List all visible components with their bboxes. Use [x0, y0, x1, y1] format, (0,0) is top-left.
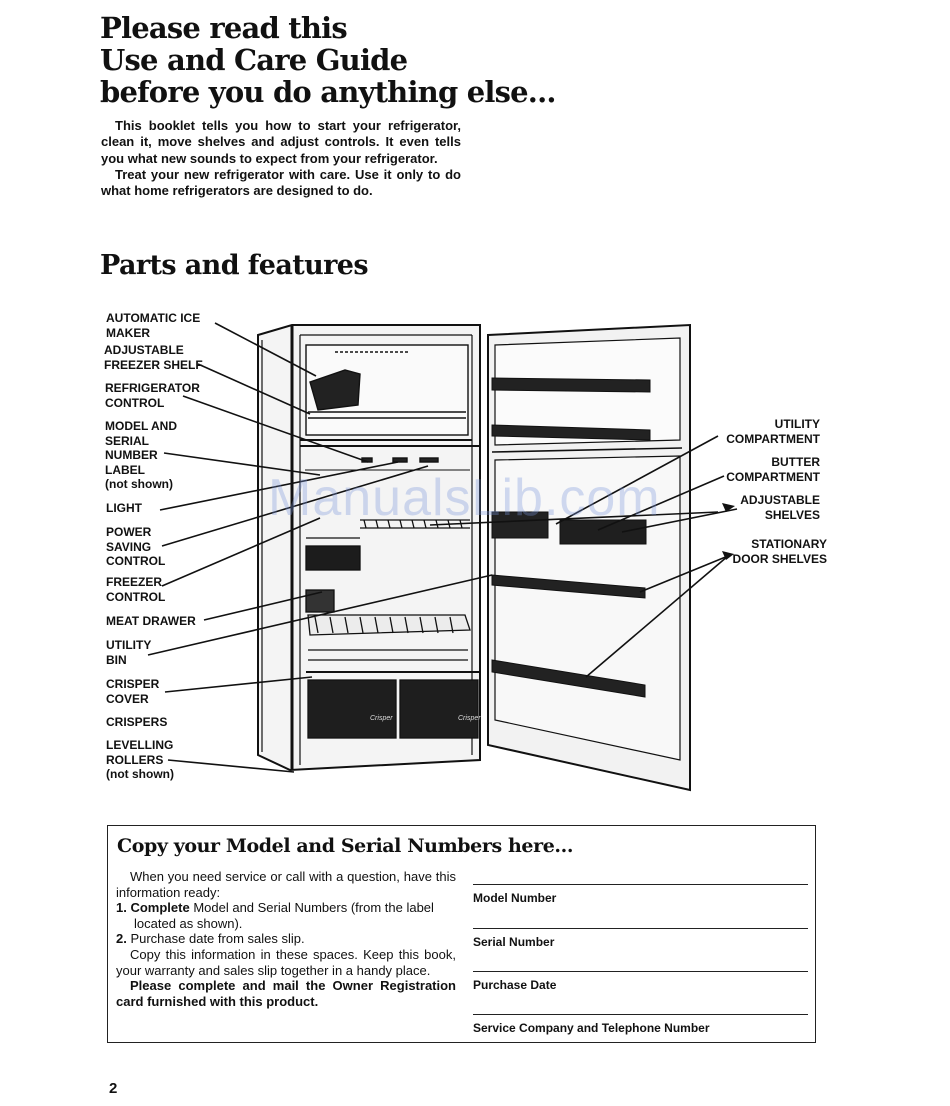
- model-number-field[interactable]: Model Number: [473, 884, 808, 905]
- model-number-label: Model Number: [473, 891, 557, 905]
- label-levelling-rollers: LEVELLING ROLLERS (not shown): [106, 738, 174, 781]
- title-line-2: Use and Care Guide: [100, 43, 408, 77]
- label-power-saving-control: POWER SAVING CONTROL: [106, 525, 166, 568]
- purchase-date-field[interactable]: Purchase Date: [473, 971, 808, 992]
- label-adjustable-shelves: ADJUSTABLE SHELVES: [740, 493, 820, 522]
- copy-intro: When you need service or call with a que…: [116, 869, 456, 900]
- intro-paragraph-1: This booklet tells you how to start your…: [101, 118, 461, 166]
- freezer-section: [300, 344, 480, 471]
- copy-numbers-box: Copy your Model and Serial Numbers here.…: [107, 825, 816, 1043]
- serial-number-field[interactable]: Serial Number: [473, 928, 808, 949]
- crisper-mark-2: Crisper: [458, 715, 481, 722]
- page-title: Please read this Use and Care Guide befo…: [100, 12, 556, 108]
- page-number: 2: [109, 1080, 118, 1097]
- copy-step-1: 1. Complete Model and Serial Numbers (fr…: [116, 900, 434, 931]
- purchase-date-label: Purchase Date: [473, 978, 557, 992]
- label-model-serial-number: MODEL AND SERIAL NUMBER LABEL (not shown…: [105, 419, 177, 491]
- serial-number-label: Serial Number: [473, 935, 555, 949]
- refrigerator-door: [487, 323, 691, 792]
- copy-bold-para: Please complete and mail the Owner Regis…: [116, 978, 456, 1009]
- label-crisper-cover: CRISPER COVER: [106, 677, 160, 706]
- label-utility-bin: UTILITY BIN: [106, 638, 152, 667]
- label-light: LIGHT: [106, 501, 142, 515]
- label-meat-drawer: MEAT DRAWER: [106, 614, 196, 628]
- label-adjustable-freezer-shelf: ADJUSTABLE FREEZER SHELF: [104, 343, 203, 372]
- copy-step-2: 2. Purchase date from sales slip.: [116, 931, 305, 947]
- intro-paragraph-2: Treat your new refrigerator with care. U…: [101, 166, 461, 199]
- service-company-field[interactable]: Service Company and Telephone Number: [473, 1014, 808, 1035]
- copy-box-instructions: When you need service or call with a que…: [116, 869, 456, 1009]
- service-company-label: Service Company and Telephone Number: [473, 1021, 710, 1035]
- label-refrigerator-control: REFRIGERATOR CONTROL: [105, 381, 200, 410]
- label-butter-compartment: BUTTER COMPARTMENT: [726, 455, 820, 484]
- label-freezer-control: FREEZER CONTROL: [106, 575, 166, 604]
- label-crispers: CRISPERS: [106, 715, 168, 729]
- label-automatic-ice-maker: AUTOMATIC ICE MAKER: [106, 311, 201, 340]
- crisper-labels: Crisper Crisper: [370, 715, 481, 722]
- label-utility-compartment: UTILITY COMPARTMENT: [726, 417, 820, 446]
- intro-text: This booklet tells you how to start your…: [101, 118, 461, 199]
- watermark: ManualsLib.com: [268, 469, 661, 527]
- cabinet: [257, 324, 481, 772]
- copy-para: Copy this information in these spaces. K…: [116, 946, 456, 978]
- label-stationary-door-shelves: STATIONARY DOOR SHELVES: [732, 537, 827, 566]
- right-leader-lines: [429, 435, 738, 678]
- title-line-1: Please read this: [100, 11, 348, 45]
- fresh-food-section: [305, 519, 480, 739]
- left-leader-lines: [147, 322, 493, 773]
- crisper-mark-1: Crisper: [370, 715, 393, 722]
- copy-box-title: Copy your Model and Serial Numbers here.…: [117, 835, 574, 857]
- parts-section-title: Parts and features: [100, 250, 369, 281]
- title-line-3: before you do anything else...: [100, 75, 556, 109]
